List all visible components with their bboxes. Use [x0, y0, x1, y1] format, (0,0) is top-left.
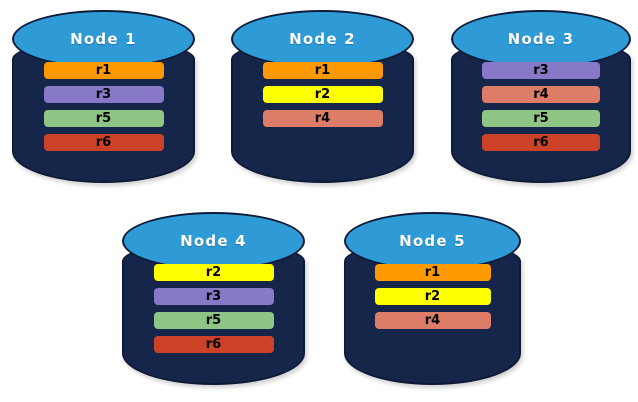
replica-bar[interactable]: r6 — [43, 134, 164, 151]
replica-bar[interactable]: r1 — [262, 62, 383, 79]
cylinder-top-icon: Node 3 — [451, 10, 631, 68]
replica-bar[interactable]: r5 — [153, 312, 274, 329]
replica-stack: r3 r4 r5 r6 — [451, 62, 631, 151]
replica-stack: r1 r2 r4 — [231, 62, 414, 127]
cylinder-top-icon: Node 2 — [231, 10, 414, 68]
node-label: Node 4 — [180, 232, 247, 250]
replica-bar[interactable]: r2 — [262, 86, 383, 103]
cylinder-top-icon: Node 4 — [122, 212, 305, 270]
node-label: Node 3 — [507, 30, 575, 48]
cylinder-top-icon: Node 5 — [344, 212, 521, 270]
database-node-2[interactable]: Node 2 r1 r2 r4 — [231, 10, 414, 183]
replica-bar[interactable]: r1 — [43, 62, 164, 79]
database-node-3[interactable]: Node 3 r3 r4 r5 r6 — [451, 10, 631, 183]
replica-bar[interactable]: r4 — [374, 312, 491, 329]
replica-bar[interactable]: r4 — [262, 110, 383, 127]
replica-stack: r1 r3 r5 r6 — [12, 62, 195, 151]
replica-bar[interactable]: r3 — [482, 62, 600, 79]
replica-stack: r1 r2 r4 — [344, 264, 521, 329]
replica-bar[interactable]: r3 — [43, 86, 164, 103]
node-label: Node 5 — [399, 232, 466, 250]
replica-stack: r2 r3 r5 r6 — [122, 264, 305, 353]
node-label: Node 2 — [289, 30, 356, 48]
database-node-5[interactable]: Node 5 r1 r2 r4 — [344, 212, 521, 385]
node-label: Node 1 — [70, 30, 137, 48]
replica-bar[interactable]: r2 — [374, 288, 491, 305]
replica-bar[interactable]: r3 — [153, 288, 274, 305]
replica-bar[interactable]: r5 — [482, 110, 600, 127]
replica-bar[interactable]: r5 — [43, 110, 164, 127]
database-node-4[interactable]: Node 4 r2 r3 r5 r6 — [122, 212, 305, 385]
replica-bar[interactable]: r2 — [153, 264, 274, 281]
replica-bar[interactable]: r4 — [482, 86, 600, 103]
cylinder-top-icon: Node 1 — [12, 10, 195, 68]
replica-bar[interactable]: r6 — [153, 336, 274, 353]
replica-bar[interactable]: r6 — [482, 134, 600, 151]
database-node-1[interactable]: Node 1 r1 r3 r5 r6 — [12, 10, 195, 183]
replica-bar[interactable]: r1 — [374, 264, 491, 281]
